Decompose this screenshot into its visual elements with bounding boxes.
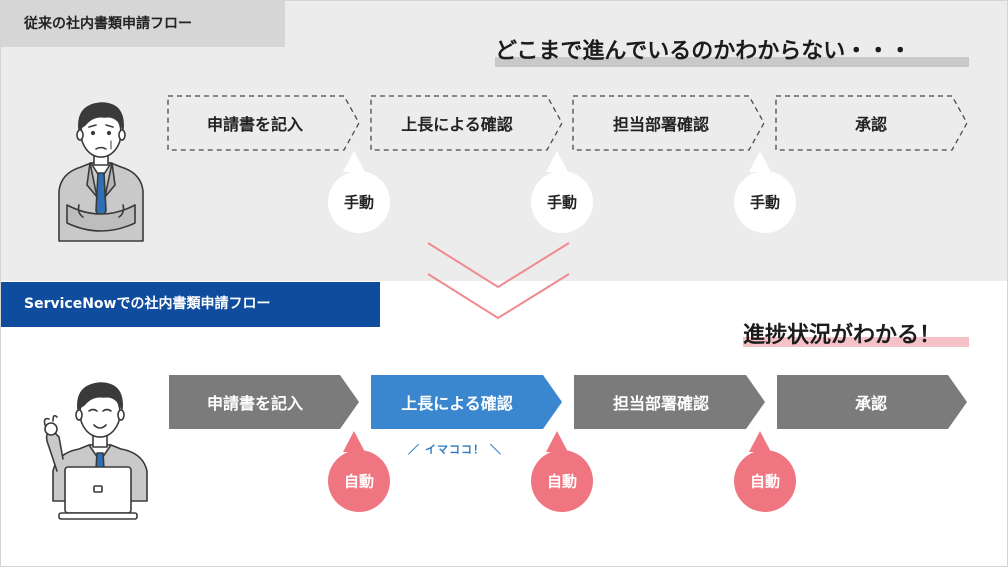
old-bubble-1-circle [328, 171, 390, 233]
new-bubble-2-circle [531, 450, 593, 512]
old-flow-section-label: 従来の社内書類申請フロー [1, 1, 285, 47]
new-bubble-3-circle [734, 450, 796, 512]
new-step-2-shape [371, 375, 562, 429]
old-step-3-label: 担当部署確認 [612, 115, 710, 134]
new-headline-underline [743, 337, 969, 347]
new-flow-section-label: ServiceNowでの社内書類申請フロー [1, 282, 380, 327]
new-step-4-shape [777, 375, 967, 429]
old-step-1-label: 申請書を記入 [206, 115, 304, 134]
old-bubble-2-label: 手動 [546, 193, 578, 212]
confused-businessman-illustration [58, 102, 144, 242]
new-step-4-label: 承認 [854, 394, 888, 413]
old-step-3-shape [572, 95, 765, 151]
old-step-4-shape [775, 95, 968, 151]
old-step-2-shape [370, 95, 563, 151]
transition-chevron-upper [427, 242, 570, 289]
old-bubble-2-shape [546, 151, 568, 172]
new-step-3-label: 担当部署確認 [612, 394, 710, 413]
transition-chevron-lower [427, 273, 570, 320]
new-step-2-label: 上長による確認 [401, 394, 513, 413]
new-bubble-3-label: 自動 [749, 472, 781, 491]
old-bubble-3-circle [734, 171, 796, 233]
old-step-1-shape [167, 95, 360, 151]
old-flow-headline: どこまで進んでいるのかわからない・・・ [495, 39, 912, 64]
new-step-1-shape [169, 375, 359, 429]
new-bubble-2-label: 自動 [546, 472, 578, 491]
old-step-4-label: 承認 [854, 115, 888, 134]
new-bubble-1-shape [343, 431, 365, 452]
businessman-with-laptop-illustration [43, 382, 148, 520]
old-step-2-label: 上長による確認 [401, 115, 513, 134]
old-bubble-2-circle [531, 171, 593, 233]
new-step-3-shape [574, 375, 765, 429]
new-bubble-1-circle [328, 450, 390, 512]
old-bubble-1-label: 手動 [343, 193, 375, 212]
old-flow-background [1, 1, 1007, 281]
old-bubble-3-shape [749, 151, 771, 172]
new-bubble-3-shape [749, 431, 771, 452]
new-step-1-label: 申請書を記入 [206, 394, 304, 413]
old-bubble-3-label: 手動 [749, 193, 781, 212]
old-bubble-1-shape [343, 151, 365, 172]
new-bubble-1-label: 自動 [343, 472, 375, 491]
new-bubble-2-shape [546, 431, 568, 452]
old-headline-underline [495, 57, 969, 67]
new-flow-headline: 進捗状況がわかる！ [743, 323, 942, 348]
current-position-marker: ／ イマココ！ ＼ [408, 443, 502, 456]
